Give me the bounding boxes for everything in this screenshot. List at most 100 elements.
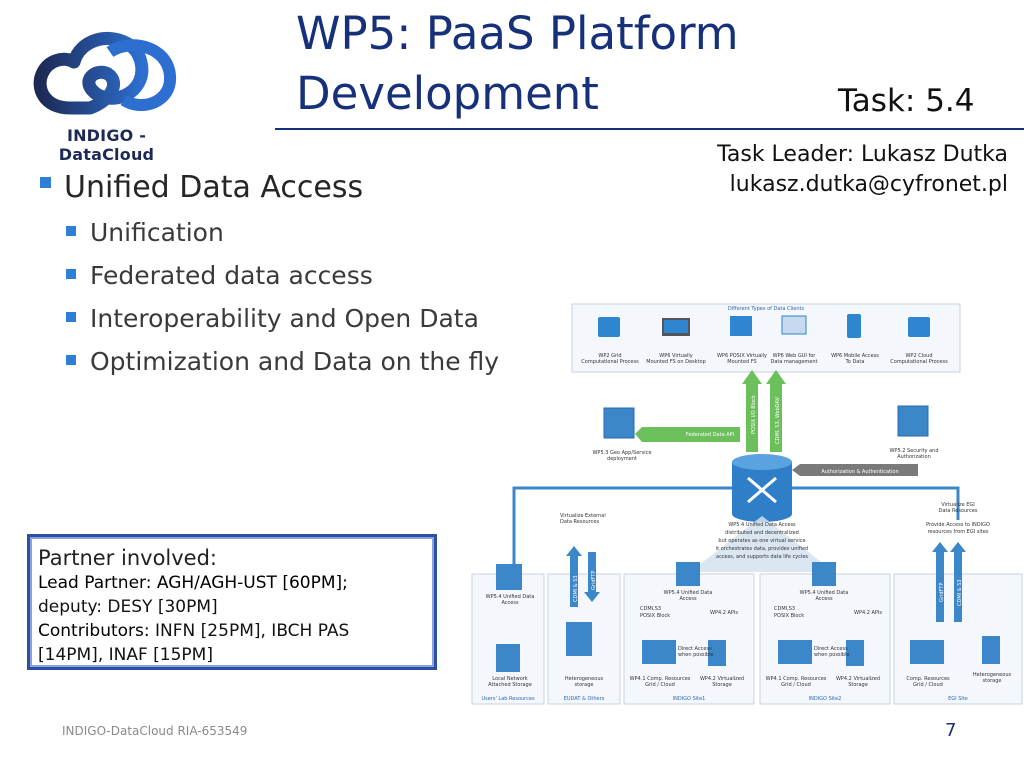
geo-service-label: WP5.3 Geo App/Service <box>592 450 651 456</box>
client-label: To Data <box>845 359 865 365</box>
eudat-arrows: CDMI & S3 GridFTP <box>566 546 600 607</box>
region-label: INDIGO Site1 <box>673 696 706 702</box>
region-label: Users' Lab Resources <box>481 696 535 702</box>
egi-storage-icon <box>982 636 1000 664</box>
logo-text: INDIGO - DataCloud <box>58 126 155 164</box>
client-label: Data management <box>770 359 817 365</box>
unified-desc-cone <box>690 516 834 572</box>
site1-storage-icon <box>708 640 726 666</box>
mobile-icon <box>847 314 861 338</box>
geo-service-icon <box>603 407 635 439</box>
bullet-sub: Optimization and Data on the fly <box>40 340 499 383</box>
square-bullet-icon <box>66 269 76 279</box>
security-label: WP5.2 Security and <box>889 448 938 454</box>
square-bullet-icon <box>66 312 76 322</box>
bottom-label: Heterogeneous <box>565 676 604 682</box>
folder-icon <box>730 316 752 336</box>
bottom-label: storage <box>983 678 1002 684</box>
bullet-sub-text: Interoperability and Open Data <box>90 304 479 333</box>
nas-storage-icon <box>496 644 520 672</box>
bottom-label: Attached Storage <box>488 682 532 688</box>
site2-storage-icon <box>846 640 864 666</box>
bottom-label: Grid / Cloud <box>781 682 811 688</box>
cloud-process-icon <box>908 317 930 337</box>
bullet-list: Unified Data Access Unification Federate… <box>40 165 499 383</box>
posix-arrow: POSIX I/O Block <box>742 370 762 452</box>
bottom-label: Grid / Cloud <box>913 682 943 688</box>
client-label: WP2 Grid <box>598 353 621 359</box>
task-leader-email: lukasz.dutka@cyfronet.pl <box>729 172 1008 197</box>
title-divider <box>275 128 1024 130</box>
lead-label: Lead Partner: <box>38 573 152 593</box>
site2-cdmi-label: POSIX Block <box>774 613 804 619</box>
unified-desc: it orchestrates data, provides unified <box>716 546 808 552</box>
site2-compute-icon <box>778 640 812 664</box>
client-label: WP6 Web GUI for <box>773 353 817 359</box>
task-leader-name: Task Leader: Lukasz Dutka <box>717 142 1008 167</box>
client-label: WP6 Virtually <box>659 353 692 359</box>
bottom-label: Heterogeneous <box>973 672 1012 678</box>
virt-external-label: Virtualize External <box>560 513 606 519</box>
site1-cdmi-label: POSIX Block <box>640 613 670 619</box>
square-bullet-icon <box>40 177 51 188</box>
web-gui-icon <box>781 315 807 335</box>
security-label: Authorization <box>897 454 931 460</box>
federated-api-label: Federated Data API <box>686 432 734 438</box>
indigo-logo: INDIGO - DataCloud <box>24 30 194 164</box>
partner-contributors-cont: [14PM], INAF [15PM] <box>38 645 213 665</box>
client-label: WP2 Cloud <box>905 353 932 359</box>
egi-compute-icon <box>910 640 944 664</box>
svg-text:CDMI & S3: CDMI & S3 <box>957 579 963 606</box>
contrib-value: INFN [25PM], IBCH PAS <box>155 621 350 641</box>
partner-box: Partner involved: Lead Partner: AGH/AGH-… <box>27 534 437 670</box>
connector-lines <box>512 486 960 564</box>
svg-text:CDMI, S3, WebDAV: CDMI, S3, WebDAV <box>775 396 781 444</box>
bullet-sub: Unification <box>40 211 499 254</box>
federated-api-arrow <box>635 427 740 442</box>
site2-api-label: WP4.2 APIs <box>854 610 882 616</box>
contrib-label: Contributors: <box>38 621 150 641</box>
lead-value: AGH/AGH-UST [60PM]; <box>156 573 348 593</box>
bullet-sub-text: Unification <box>90 218 224 247</box>
site2-uda-label: Access <box>815 596 833 602</box>
client-label: WP6 Mobile Access <box>831 353 879 359</box>
region-label: INDIGO Site2 <box>809 696 842 702</box>
bottom-label: Grid / Cloud <box>645 682 675 688</box>
cdmi-arrow: CDMI, S3, WebDAV <box>766 370 786 452</box>
svg-text:GridFTP: GridFTP <box>939 583 945 602</box>
clients-panel <box>571 303 961 373</box>
security-lock-icon <box>897 405 929 437</box>
site1-compute-icon <box>642 640 676 664</box>
svg-text:GridFTP: GridFTP <box>591 571 597 590</box>
unified-desc: access, and supports data life cycles <box>716 554 808 560</box>
site1-uda-label: Access <box>679 596 697 602</box>
bottom-label: Storage <box>712 682 732 688</box>
authz-arrow <box>792 464 918 476</box>
client-label: Computational Process <box>581 359 639 365</box>
client-icons <box>598 314 930 338</box>
virt-external-label: Data Resources <box>560 519 599 525</box>
egi-arrows: GridFTP CDMI & S3 <box>932 542 966 622</box>
title-line-2: Development <box>296 67 599 120</box>
site2-cdmi-label: CDMI,S3 <box>774 606 795 612</box>
provide-access-label: resources from EGI sites <box>928 529 989 535</box>
unified-desc: distributed and decentralized <box>725 530 799 536</box>
region-label: EGI Site <box>948 696 968 702</box>
unified-desc: WP5.4 Unified Data Access <box>728 522 796 528</box>
svg-text:POSIX I/O Block: POSIX I/O Block <box>751 395 757 434</box>
authz-label: Authorization & Authentication <box>821 469 898 475</box>
partner-contributors: Contributors: INFN [25PM], IBCH PAS <box>38 619 434 643</box>
bullet-sub-text: Federated data access <box>90 261 373 290</box>
bullet-main: Unified Data Access <box>40 165 499 211</box>
site2-uda-label: WP5.4 Unified Data <box>800 590 849 596</box>
site1-uda-icon <box>676 562 700 586</box>
region-label: EUDAT & Others <box>564 696 605 702</box>
site1-direct-label: when possible <box>678 652 714 658</box>
users-uda-label: WP5.4 Unified Data <box>486 594 535 600</box>
bottom-label: Local Network <box>492 676 528 682</box>
site1-cdmi-label: CDMI,S3 <box>640 606 661 612</box>
site1-direct-label: Direct Access <box>678 646 712 652</box>
site1-uda-label: WP5.4 Unified Data <box>664 590 713 596</box>
users-uda-icon <box>496 564 522 590</box>
bullet-main-text: Unified Data Access <box>64 170 364 205</box>
